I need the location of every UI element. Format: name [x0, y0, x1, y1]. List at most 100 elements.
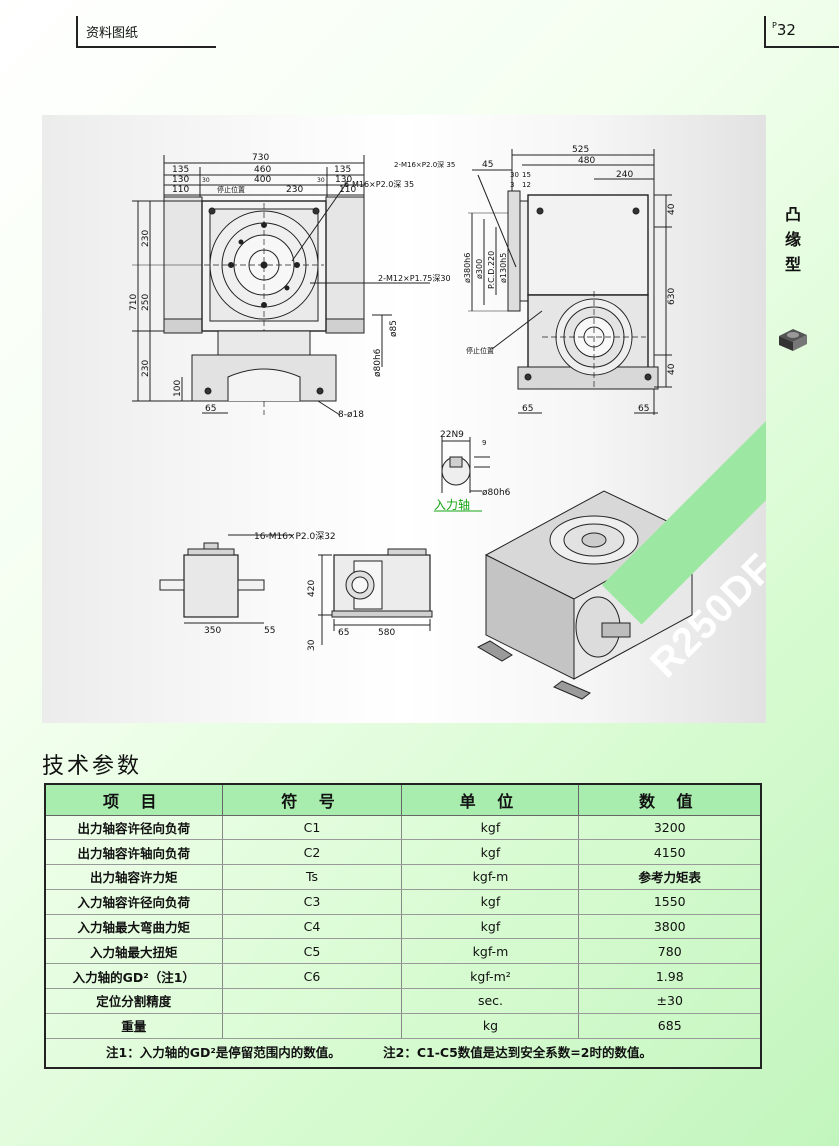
dim-left-230a: 230 [141, 230, 151, 247]
cell-unit: kg [401, 1013, 580, 1039]
dim-l110: 110 [172, 185, 189, 195]
cell-unit: kgf [401, 914, 580, 940]
dim-480: 480 [578, 156, 595, 166]
dim-580: 580 [378, 628, 395, 638]
page-prefix: P [772, 21, 777, 30]
dim-65-bottom: 65 [338, 628, 349, 638]
dim-65a: 65 [522, 404, 533, 414]
table-row: 入力轴的GD²（注1） C6 kgf-m² 1.98 [46, 963, 760, 990]
cell-value: 780 [578, 938, 760, 965]
product-thumbnail-icon [775, 326, 811, 358]
dim-400: 400 [254, 175, 271, 185]
cell-unit: kgf-m² [401, 963, 580, 990]
stop-position-label-2: 停止位置 [466, 346, 494, 355]
cell-value: ±30 [578, 988, 760, 1014]
input-shaft-label: 入力轴 [434, 497, 470, 512]
page-number-value: 32 [776, 21, 796, 39]
dia-300: ø300 [475, 259, 484, 279]
table-header-row: 项 目 符 号 单 位 数 值 [46, 785, 760, 816]
cell-item: 入力轴的GD²（注1） [46, 963, 223, 990]
dim-55: 55 [264, 626, 275, 636]
cell-symbol [222, 988, 403, 1014]
cell-value: 1.98 [578, 963, 760, 990]
cell-unit: kgf [401, 839, 580, 866]
dia-130h5: ø130h5 [499, 253, 508, 283]
cell-value: 4150 [578, 839, 760, 866]
dim-230: 230 [286, 185, 303, 195]
dim-460: 460 [254, 165, 271, 175]
cell-symbol: C3 [222, 889, 403, 915]
dim-350: 350 [204, 626, 221, 636]
dim-30b: 30 [317, 177, 325, 184]
dim-r110: 110 [339, 185, 356, 195]
cell-symbol: C1 [222, 815, 403, 841]
dim-left-230b: 230 [141, 360, 151, 377]
tap-16-label: 16-M16×P2.0深32 [254, 531, 336, 542]
table-row: 入力轴容许径向负荷 C3 kgf 1550 [46, 889, 760, 915]
front-view [132, 155, 430, 416]
cell-item: 出力轴容许径向负荷 [46, 815, 223, 841]
cell-symbol: C6 [222, 963, 403, 990]
table-row: 出力轴容许力矩 Ts kgf-m 参考力矩表 [46, 864, 760, 890]
cell-item: 重量 [46, 1013, 223, 1039]
key-d80: ø80h6 [482, 488, 511, 498]
cell-item: 出力轴容许力矩 [46, 864, 223, 890]
header-unit: 单 位 [401, 785, 580, 816]
note-2: 注2：C1-C5数值是达到安全系数=2时的数值。 [383, 1044, 652, 1060]
dim-630: 630 [667, 288, 677, 305]
dim-r135: 135 [334, 165, 351, 175]
dim-730: 730 [252, 153, 269, 163]
header-left: 资料图纸 [76, 16, 216, 48]
key-22n9: 22N9 [440, 430, 464, 440]
cell-value: 3800 [578, 914, 760, 940]
dim-l135: 135 [172, 165, 189, 175]
drawing-labels: 730 135 460 135 130 30 400 30 130 110 23… [129, 145, 677, 651]
dim-left-710: 710 [129, 294, 139, 311]
dim-240: 240 [616, 170, 633, 180]
table-row: 入力轴最大弯曲力矩 C4 kgf 3800 [46, 914, 760, 940]
dim-12: 12 [522, 181, 531, 189]
dim-30a: 30 [202, 177, 210, 184]
table-row: 重量 kg 685 [46, 1013, 760, 1039]
cell-item: 出力轴容许轴向负荷 [46, 839, 223, 866]
cell-symbol: C5 [222, 938, 403, 965]
header-title: 资料图纸 [86, 26, 139, 41]
cell-symbol: C4 [222, 914, 403, 940]
cell-unit: kgf-m [401, 864, 580, 890]
table-row: 定位分割精度 sec. ±30 [46, 988, 760, 1014]
dim-420: 420 [307, 580, 317, 597]
key-9: 9 [482, 439, 486, 447]
cell-item: 入力轴最大弯曲力矩 [46, 914, 223, 940]
header-item: 项 目 [46, 785, 223, 816]
cell-item: 入力轴容许径向负荷 [46, 889, 223, 915]
cell-unit: sec. [401, 988, 580, 1014]
table-row: 出力轴容许轴向负荷 C2 kgf 4150 [46, 839, 760, 866]
cell-value: 3200 [578, 815, 760, 841]
cell-item: 入力轴最大扭矩 [46, 938, 223, 965]
note-1: 注1：入力轴的GD²是停留范围内的数值。 [106, 1044, 341, 1060]
pcd-220: P.C.D.220 [487, 251, 496, 289]
cell-unit: kgf [401, 889, 580, 915]
cell-value: 参考力矩表 [578, 864, 760, 890]
stop-position-label: 停止位置 [217, 185, 245, 194]
dim-40b: 40 [667, 363, 677, 375]
category-label: 凸缘型 [784, 205, 801, 274]
header-right: P32 [764, 16, 839, 48]
table-row: 入力轴最大扭矩 C5 kgf-m 780 [46, 938, 760, 965]
dim-l130: 130 [172, 175, 189, 185]
drawing-svg: 730 135 460 135 130 30 400 30 130 110 23… [129, 145, 694, 700]
keyway-detail [434, 437, 490, 512]
dim-30-bottom: 30 [307, 639, 317, 651]
cell-item: 定位分割精度 [46, 988, 223, 1014]
technical-drawing: 730 135 460 135 130 30 400 30 130 110 23… [42, 115, 766, 723]
dim-left-250: 250 [141, 294, 151, 311]
cell-unit: kgf-m [401, 938, 580, 965]
notes-row: 注1：入力轴的GD²是停留范围内的数值。 注2：C1-C5数值是达到安全系数=2… [46, 1038, 760, 1064]
page-number: P32 [772, 21, 796, 39]
dim-15: 15 [522, 171, 531, 179]
cell-symbol [222, 1013, 403, 1039]
dim-r130: 130 [335, 175, 352, 185]
dim-525: 525 [572, 145, 589, 155]
header-symbol: 符 号 [222, 785, 403, 816]
dim-65b: 65 [638, 404, 649, 414]
